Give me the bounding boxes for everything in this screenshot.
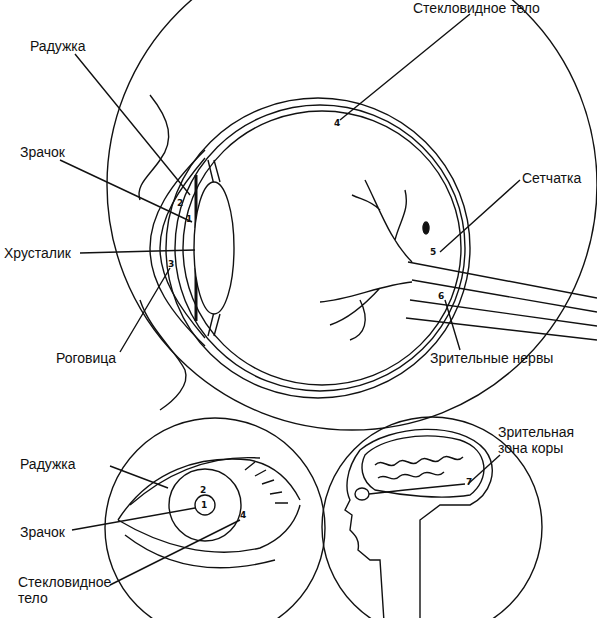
lens [194, 182, 234, 314]
visual-pathway [369, 484, 465, 494]
callout-number: 3 [168, 259, 174, 269]
brow-line [139, 95, 169, 200]
leader-line [60, 14, 520, 352]
callout-number: 5 [430, 247, 436, 257]
vessel [320, 282, 412, 340]
blind-spot [423, 222, 429, 234]
sclera [166, 98, 470, 398]
part-label: Зрачок [20, 524, 65, 540]
callout-number: 1 [186, 214, 192, 224]
part-label: Стекловидное тело [413, 0, 540, 16]
vessel [352, 180, 412, 262]
part-label: Радужка [20, 456, 76, 472]
leader-line [468, 455, 500, 484]
optic-nerve [406, 262, 597, 340]
part-label: Хрусталик [4, 245, 71, 261]
brain-folds [375, 456, 463, 478]
head-outline [345, 429, 492, 618]
leader-line [72, 466, 240, 585]
eyelid-upper [118, 459, 300, 520]
part-label: Радужка [30, 38, 86, 54]
frame-circle [107, 0, 597, 430]
brain [362, 436, 484, 497]
callout-number: 1 [201, 500, 207, 510]
cheek-line [140, 300, 186, 410]
part-label: Стекловидное тело [18, 574, 113, 606]
callout-number: 4 [240, 510, 246, 520]
callout-number: 7 [466, 477, 472, 487]
eyelid-lower [118, 505, 300, 552]
iris-front [169, 469, 241, 541]
part-label: Роговица [56, 350, 116, 366]
part-label: Зрительная зона коры [498, 424, 597, 456]
callout-number: 2 [200, 485, 206, 495]
part-label: Сетчатка [522, 170, 581, 186]
part-label: Зрительные нервы [430, 350, 553, 366]
part-label: Зрачок [20, 144, 65, 160]
callout-number: 6 [438, 291, 444, 301]
small-eye [355, 488, 369, 500]
retina-layer [183, 111, 461, 385]
choroid [175, 105, 465, 391]
callout-number: 4 [334, 118, 340, 128]
pupil-front [195, 495, 215, 515]
callout-number: 2 [177, 198, 183, 208]
eyelash [245, 462, 288, 503]
